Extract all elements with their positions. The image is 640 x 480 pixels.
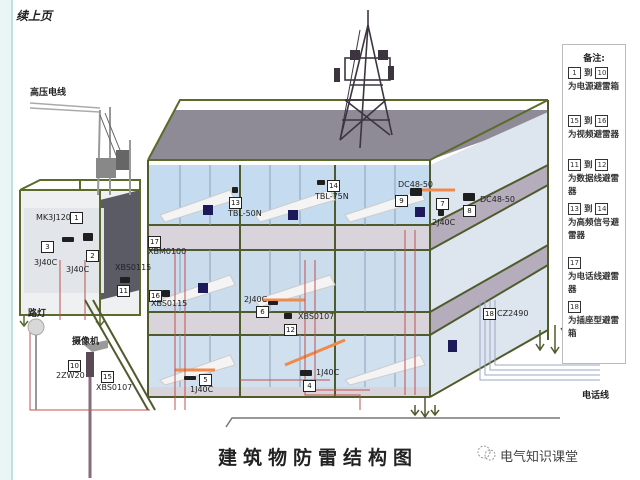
device-number-box: 10 bbox=[68, 360, 81, 372]
device-model-label: DC48-50 bbox=[480, 195, 515, 204]
device-number-box: 14 bbox=[327, 180, 340, 192]
device-model-label: CZ2490 bbox=[497, 309, 529, 318]
surge-device bbox=[120, 277, 130, 283]
small-house bbox=[19, 179, 141, 328]
device-number-box: 8 bbox=[463, 205, 476, 217]
device-number-box: 13 bbox=[229, 197, 242, 209]
telephone-line-label: 电话线 bbox=[582, 391, 610, 401]
surge-device bbox=[83, 233, 93, 241]
legend-title: 备注: bbox=[583, 54, 605, 64]
surge-device bbox=[410, 188, 422, 196]
legend-from-box: 1 bbox=[568, 67, 581, 79]
surge-device bbox=[162, 290, 170, 297]
diagram-title: 建筑物防雷结构图 bbox=[218, 447, 419, 469]
legend-from-box: 11 bbox=[568, 159, 581, 171]
surge-device bbox=[284, 313, 292, 319]
device-model-label: 2J40C bbox=[244, 295, 268, 304]
device-number-box: 4 bbox=[303, 380, 316, 392]
legend-connector: 到 bbox=[584, 204, 593, 215]
device-number-box: 18 bbox=[483, 308, 496, 320]
device-number-box: 3 bbox=[41, 241, 54, 253]
legend-from-box: 15 bbox=[568, 115, 581, 127]
communication-tower bbox=[339, 10, 393, 149]
device-number-box: 17 bbox=[148, 236, 161, 248]
legend-from-box: 18 bbox=[568, 301, 581, 313]
device-model-label: 2ZW20 bbox=[56, 371, 85, 380]
device-number-box: 2 bbox=[86, 250, 99, 262]
device-model-label: TBL-75N bbox=[315, 192, 349, 201]
surge-device bbox=[232, 187, 238, 193]
device-model-label: XBM0100 bbox=[148, 247, 187, 256]
legend-connector: 到 bbox=[584, 160, 593, 171]
device-number-box: 15 bbox=[101, 371, 114, 383]
device-number-box: 16 bbox=[149, 290, 162, 302]
surge-device bbox=[438, 208, 444, 216]
device-model-label: 3J40C bbox=[34, 258, 58, 267]
surge-device bbox=[268, 301, 278, 305]
legend-connector: 到 bbox=[584, 116, 593, 127]
legend-connector: 到 bbox=[584, 68, 593, 79]
device-model-label: TBL-50N bbox=[228, 209, 262, 218]
camera-label: 摄像机 bbox=[72, 337, 100, 347]
surge-device bbox=[184, 376, 196, 380]
device-model-label: 2J40C bbox=[432, 218, 456, 227]
watermark-text: 电气知识课堂 bbox=[500, 450, 579, 465]
continued-from-previous-page-label: 续上页 bbox=[16, 9, 53, 23]
legend-text: 为电话线避雷器 bbox=[568, 271, 620, 295]
device-number-box: 9 bbox=[395, 195, 408, 207]
legend-text: 为电源避雷箱 bbox=[568, 81, 620, 92]
device-model-label: XBS0107 bbox=[298, 312, 335, 321]
device-model-label: XBS0115 bbox=[151, 299, 188, 308]
legend-from-box: 17 bbox=[568, 257, 581, 269]
legend-item: 17 为电话线避雷器 bbox=[568, 257, 624, 297]
device-number-box: 12 bbox=[284, 324, 297, 336]
device-model-label: 1J40C bbox=[316, 368, 340, 377]
high-voltage-line-label: 高压电线 bbox=[30, 88, 67, 98]
main-building bbox=[29, 99, 600, 419]
device-model-label: DC48-50 bbox=[398, 180, 433, 189]
surge-device bbox=[300, 370, 312, 376]
legend-to-box: 10 bbox=[595, 67, 609, 79]
legend-to-box: 16 bbox=[595, 115, 609, 127]
device-model-label: 3J40C bbox=[66, 265, 90, 274]
device-model-label: XBS0115 bbox=[115, 263, 152, 272]
device-model-label: 1J40C bbox=[190, 385, 214, 394]
street-lamp-label: 路灯 bbox=[28, 309, 47, 319]
legend-text: 为数据线避雷器 bbox=[568, 173, 620, 197]
legend-from-box: 13 bbox=[568, 203, 581, 215]
device-number-box: 11 bbox=[117, 285, 130, 297]
transformer-pole bbox=[29, 102, 131, 196]
device-model-label: MK3J120 bbox=[36, 213, 71, 222]
surge-device bbox=[463, 193, 475, 201]
surge-device bbox=[62, 237, 74, 242]
device-number-box: 6 bbox=[256, 306, 269, 318]
legend-text: 为高频信号避雷器 bbox=[568, 217, 620, 241]
device-number-box: 1 bbox=[70, 212, 83, 224]
legend-text: 为插座型避雷箱 bbox=[568, 315, 620, 339]
surge-device bbox=[317, 180, 325, 185]
device-number-box: 7 bbox=[436, 198, 449, 210]
legend-to-box: 12 bbox=[595, 159, 609, 171]
legend-to-box: 14 bbox=[595, 203, 609, 215]
legend-text: 为视频避雷器 bbox=[568, 129, 620, 140]
legend-item: 18 为插座型避雷箱 bbox=[568, 301, 624, 341]
device-number-box: 5 bbox=[199, 374, 212, 386]
left-margin-bar bbox=[0, 0, 13, 480]
device-model-label: XBS0107 bbox=[96, 383, 133, 392]
